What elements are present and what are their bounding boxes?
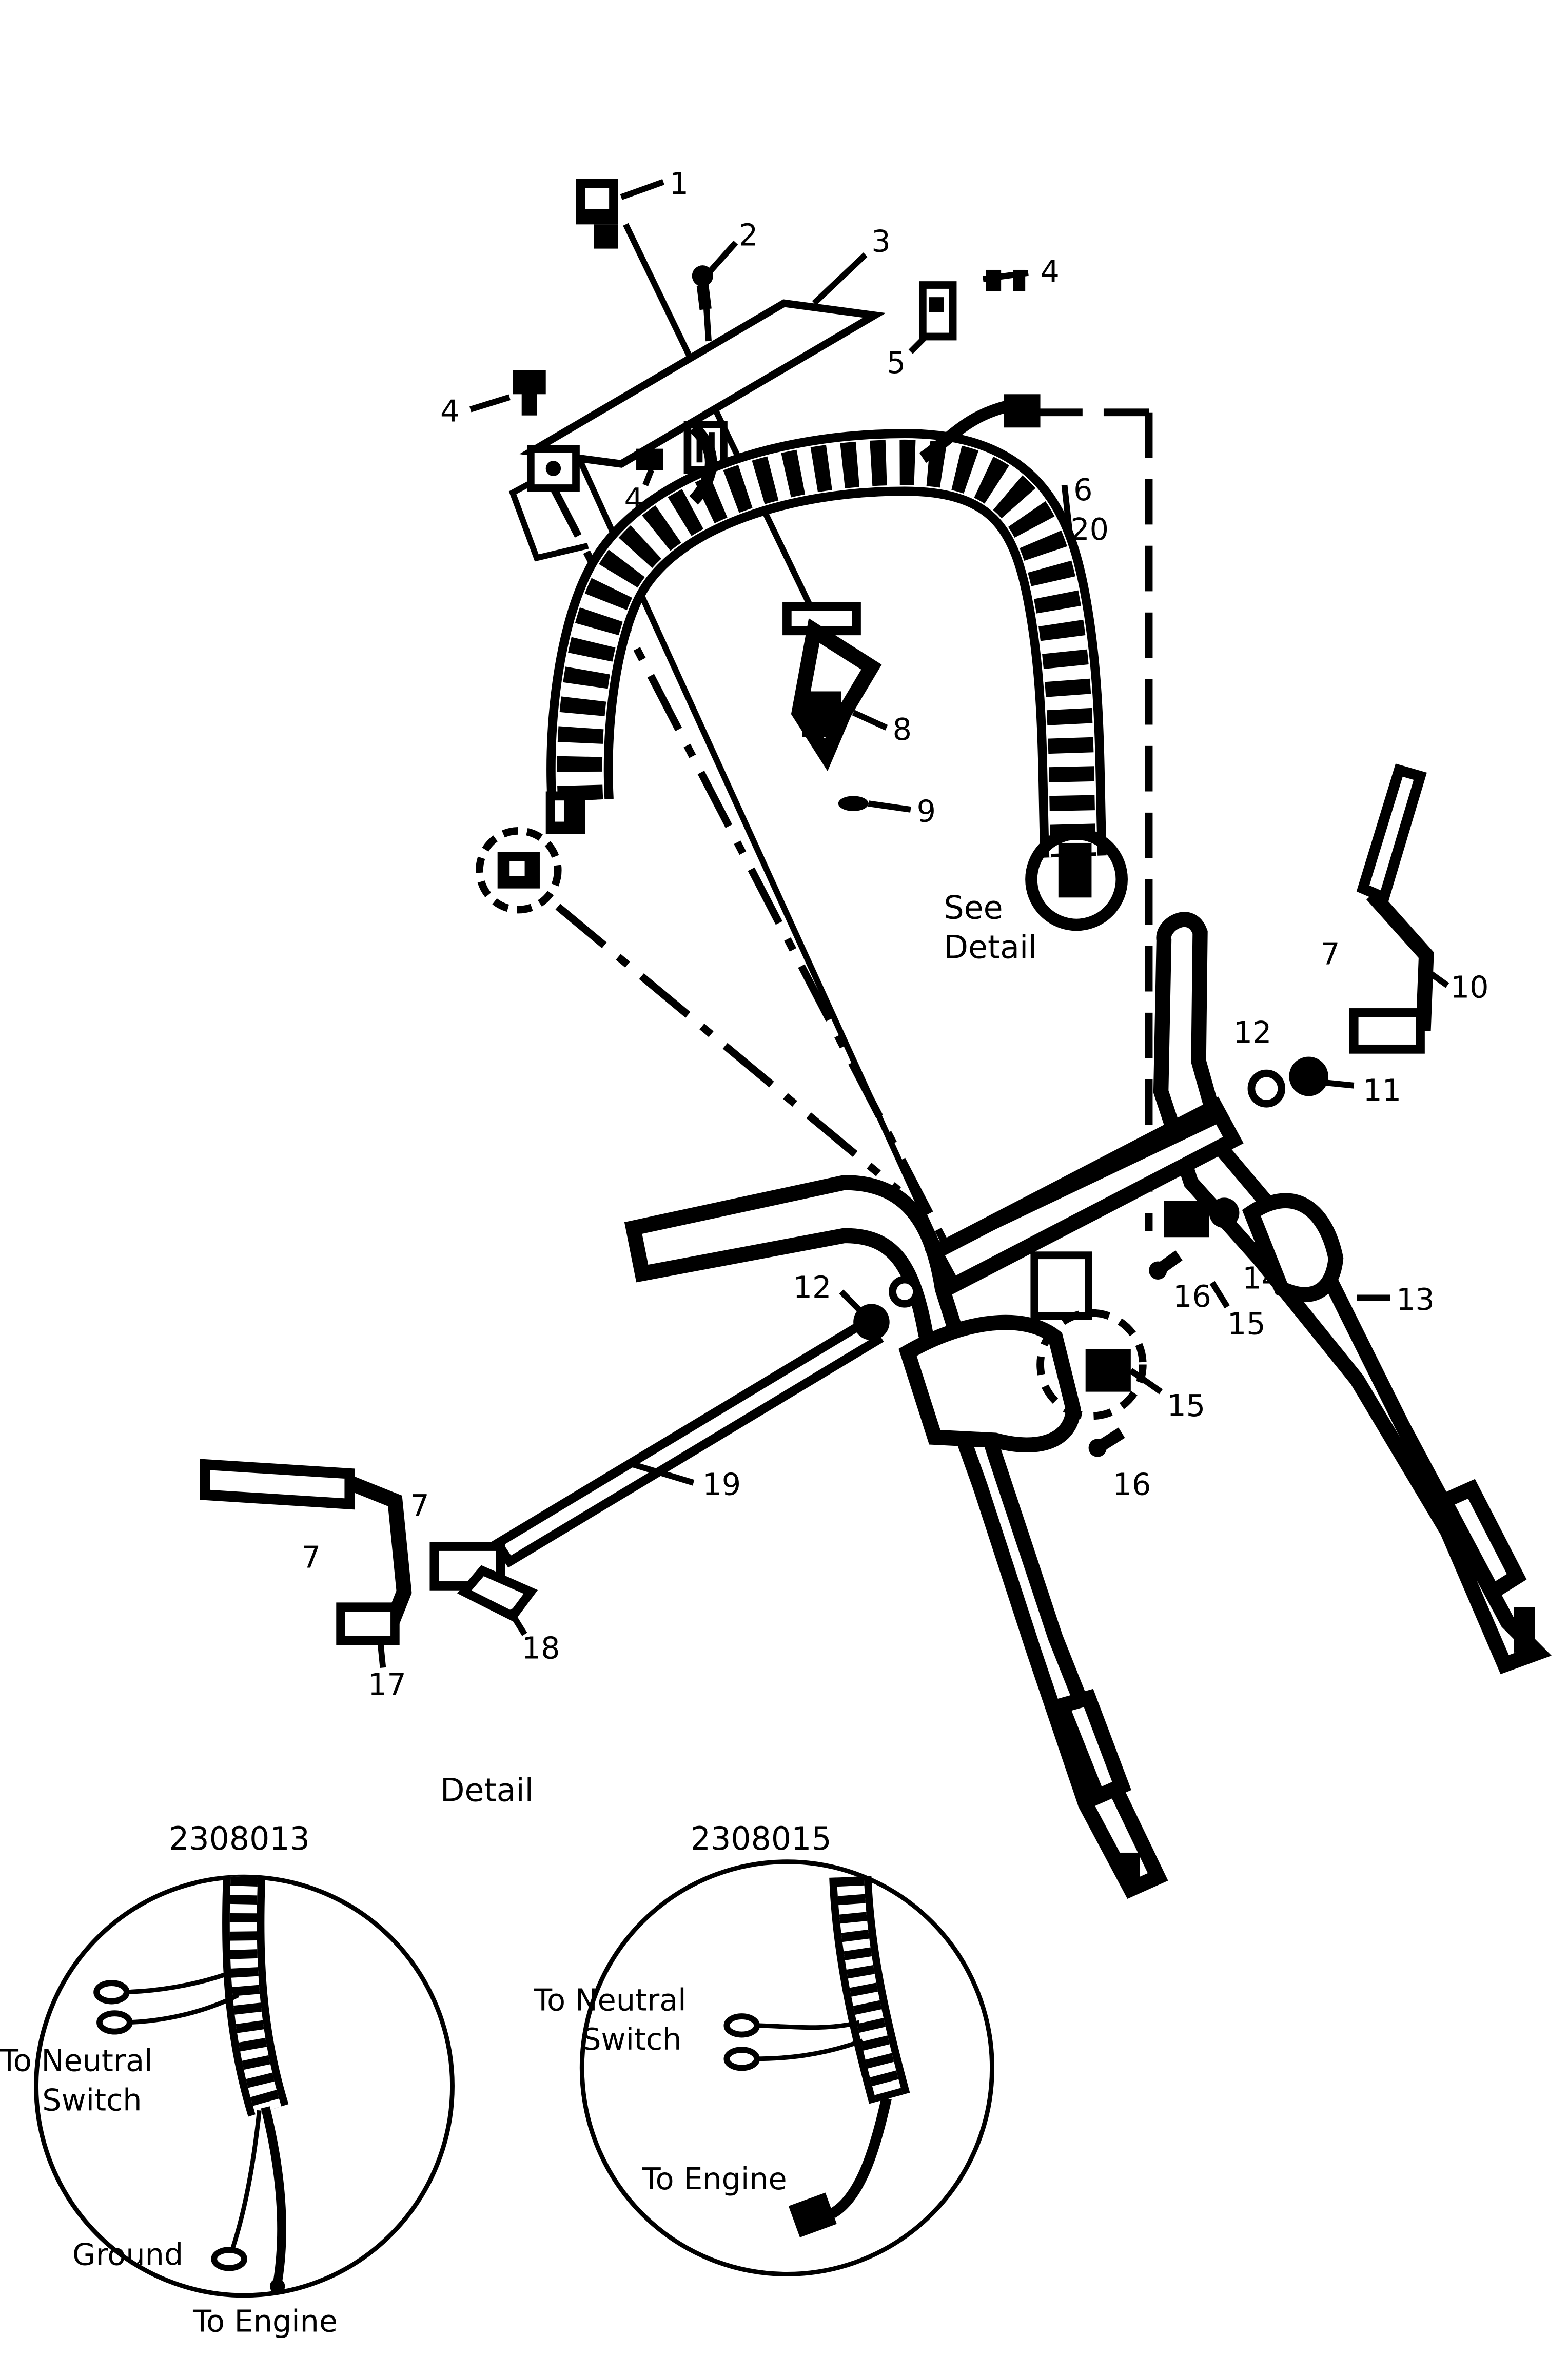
detail-right-engine: To Engine	[642, 2161, 787, 2196]
see-detail-line1: See	[944, 890, 1003, 927]
bolt-4	[513, 267, 1026, 470]
detail-right-neutral-line1: To Neutral	[533, 1982, 686, 2017]
detail-left-neutral-line2: Switch	[42, 2082, 142, 2117]
callout-7-right: 7	[1321, 936, 1340, 971]
detail-right-neutral-line2: Switch	[582, 2021, 681, 2057]
detail-left-neutral-line1: To Neutral	[0, 2043, 152, 2078]
callout-labels: 1 2 3 4 5 4 4 6 20 8 9 7 10 12 11 13 14 …	[302, 166, 1489, 1702]
callout-8: 8	[893, 712, 912, 747]
control-panel	[519, 299, 886, 492]
callout-18: 18	[522, 1631, 560, 1666]
part-9	[838, 796, 869, 811]
lever-10-11	[1247, 763, 1434, 1108]
detail-left-ground: Ground	[72, 2237, 183, 2272]
detail-right: 2308015 To Neutral Switch To Engine	[533, 1820, 994, 2276]
detail-heading: Detail	[440, 1772, 534, 1809]
callout-20: 20	[1070, 512, 1109, 547]
detail-left-engine: To Engine	[192, 2304, 338, 2339]
callout-19: 19	[702, 1466, 741, 1502]
knob-1	[576, 179, 618, 249]
detail-left-part-number: 2308013	[169, 1820, 310, 1857]
callout-4-left: 4	[440, 393, 459, 428]
detail-circle-small	[1025, 828, 1128, 931]
callout-9: 9	[917, 793, 936, 829]
callout-leaders	[377, 179, 1449, 1668]
lever-17-18	[200, 1459, 538, 1645]
callout-7-center: 7	[410, 1488, 429, 1523]
detail-left: 2308013 To Neutral Switch Ground To Engi…	[0, 1820, 455, 2339]
control-handle-8	[782, 602, 882, 771]
callout-4-lower: 4	[624, 481, 643, 517]
callout-3: 3	[871, 223, 890, 259]
callout-14: 14	[1242, 1261, 1281, 1296]
callout-15-left: 15	[1167, 1388, 1205, 1423]
connector-detail-circle	[476, 827, 562, 914]
callout-6: 6	[1073, 472, 1092, 507]
callout-12-right: 12	[1233, 1015, 1272, 1050]
callout-13: 13	[1396, 1282, 1435, 1317]
callout-11: 11	[1363, 1072, 1401, 1108]
hardware-14-15-16	[1036, 1197, 1240, 1457]
callout-12-left: 12	[793, 1269, 832, 1305]
callout-5: 5	[887, 345, 906, 380]
callout-15-right: 15	[1227, 1306, 1266, 1341]
shift-rod-19	[491, 1304, 890, 1568]
callout-2: 2	[739, 218, 758, 253]
detail-section: Detail 2308013 To Neutral Switch Ground …	[0, 1772, 994, 2339]
callout-1: 1	[670, 166, 689, 201]
see-detail-line2: Detail	[944, 929, 1037, 966]
callout-17: 17	[368, 1666, 406, 1702]
callout-4-top-right: 4	[1041, 253, 1060, 289]
callout-16-right: 16	[1173, 1279, 1211, 1314]
detail-right-part-number: 2308015	[691, 1820, 832, 1857]
callout-7-left: 7	[302, 1539, 321, 1575]
callout-10: 10	[1451, 969, 1489, 1005]
wire-harness	[545, 394, 1107, 858]
clip-5	[918, 281, 957, 341]
callout-16-left: 16	[1113, 1466, 1151, 1502]
handlebar-frame	[624, 912, 1552, 1899]
